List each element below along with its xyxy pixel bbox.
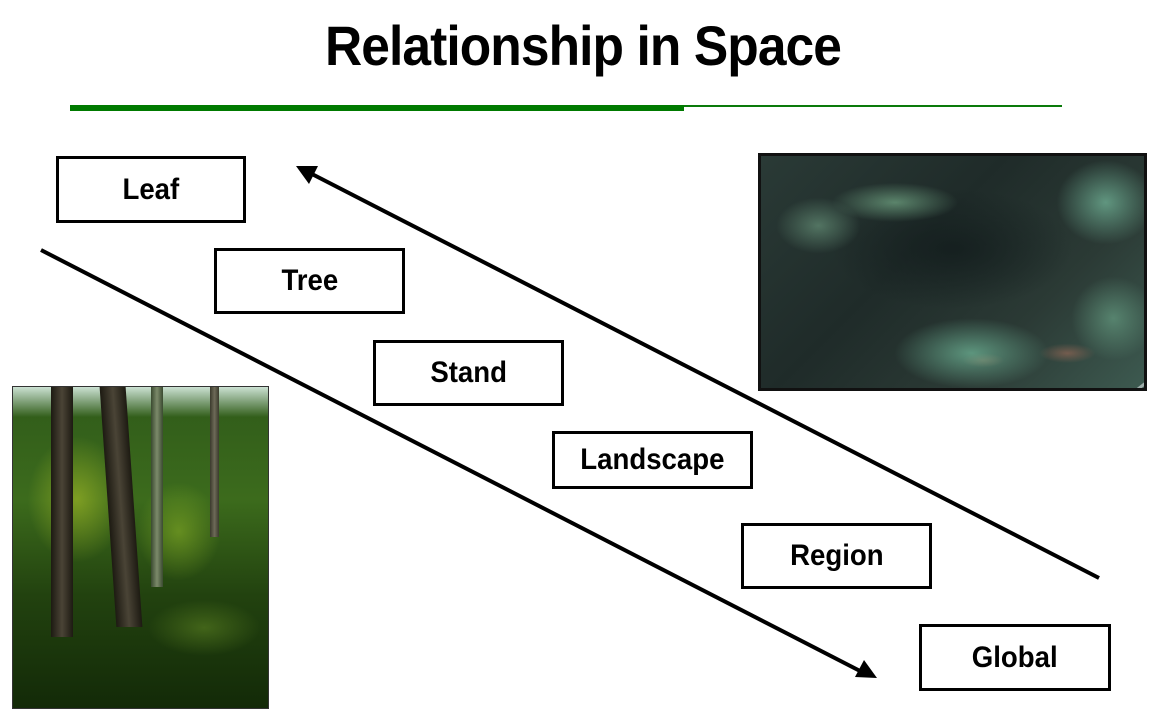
satellite-image	[758, 153, 1147, 391]
scale-box-landscape: Landscape	[552, 431, 753, 489]
tree-trunk	[210, 387, 219, 537]
tree-trunk	[151, 387, 163, 587]
scale-label: Leaf	[122, 172, 180, 206]
scale-box-region: Region	[741, 523, 932, 589]
tree-trunk	[51, 387, 73, 637]
forest-photo	[12, 386, 269, 709]
slide-title: Relationship in Space	[324, 14, 842, 77]
scale-box-stand: Stand	[373, 340, 564, 406]
arrow-down-right-icon	[40, 248, 877, 678]
scale-box-global: Global	[919, 624, 1111, 691]
scale-box-leaf: Leaf	[56, 156, 246, 223]
scale-label: Landscape	[580, 443, 725, 476]
scale-label: Stand	[430, 356, 507, 389]
title-rule-thin	[684, 105, 1062, 107]
scale-label: Global	[972, 640, 1058, 674]
title-rule-thick	[70, 105, 684, 111]
tree-trunk	[99, 387, 143, 627]
scale-box-tree: Tree	[214, 248, 405, 314]
scale-label: Region	[789, 539, 884, 572]
scale-label: Tree	[281, 264, 338, 297]
arrow-up-left-icon	[296, 166, 1100, 580]
